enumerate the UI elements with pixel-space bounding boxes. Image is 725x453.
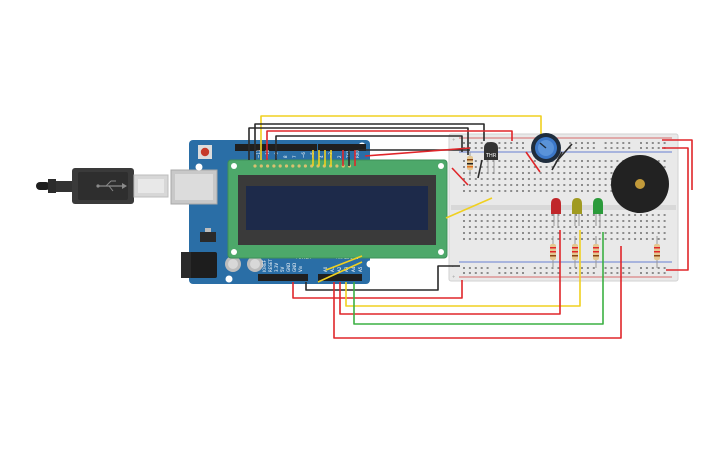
power-pin-label: Vin — [298, 265, 303, 272]
wire-red[interactable] — [662, 139, 693, 190]
analog-pin-label: A2 — [337, 266, 342, 272]
mounting-hole — [195, 163, 203, 171]
reset-button-cap[interactable] — [200, 147, 210, 157]
lcd-16x2-display[interactable] — [227, 159, 448, 259]
usb-cable[interactable] — [36, 168, 169, 204]
wire-yellow[interactable] — [260, 115, 542, 160]
wire-red[interactable] — [339, 230, 561, 315]
resistor-band — [593, 247, 599, 249]
digital-pin-label: ~11 — [256, 149, 261, 158]
power-pin-label: GND — [292, 263, 297, 272]
wire-green[interactable] — [353, 232, 604, 325]
piezo-buzzer[interactable] — [611, 155, 669, 213]
resistor-band — [550, 255, 556, 257]
usb-symbol-icon — [96, 180, 127, 192]
digital-header-right[interactable] — [318, 144, 366, 151]
led-group[interactable] — [551, 198, 603, 226]
resistor-band — [572, 255, 578, 257]
resistor-band — [654, 251, 660, 253]
mounting-hole — [225, 275, 233, 283]
analog-pin-label: A0 — [323, 266, 328, 272]
lcd-screen — [246, 186, 428, 230]
wire-red[interactable] — [525, 151, 541, 173]
digital-pin-label: ~6 — [301, 152, 306, 158]
lcd-pin[interactable] — [278, 164, 282, 168]
analog-pin-label: A4 — [351, 266, 356, 272]
mounting-hole — [366, 260, 374, 268]
digital-pin-label: 8 — [283, 155, 288, 158]
wire-yellow[interactable] — [325, 255, 363, 271]
lcd-pin[interactable] — [253, 164, 257, 168]
analog-pin-label: A1 — [330, 266, 335, 272]
wire-black[interactable] — [305, 265, 460, 291]
wire-black[interactable] — [254, 123, 485, 160]
power-pin-label: 5V — [280, 266, 285, 272]
analog-pin-label: A5 — [358, 266, 363, 272]
resistor-band — [550, 251, 556, 253]
digital-pin-label: RX0 — [355, 149, 360, 158]
breadboard-holes — [463, 142, 666, 274]
power-pin-label: GND — [286, 263, 291, 272]
resistor-band — [593, 255, 599, 257]
resistor-group[interactable] — [550, 236, 660, 268]
power-pin-label: IOREF — [262, 259, 267, 272]
wire-red[interactable] — [364, 147, 471, 157]
power-header[interactable] — [258, 274, 308, 281]
wire-red[interactable] — [292, 280, 463, 299]
resistor-band — [654, 255, 660, 257]
lcd-pin[interactable] — [272, 164, 276, 168]
lcd-pin[interactable] — [297, 164, 301, 168]
power-pin-label: RESET — [268, 259, 273, 272]
wire-red[interactable] — [662, 147, 689, 271]
lcd-pin[interactable] — [291, 164, 295, 168]
resistor-band — [572, 247, 578, 249]
lcd-pin[interactable] — [335, 164, 339, 168]
led-green[interactable] — [593, 198, 603, 214]
digital-pin-label: 4 — [319, 155, 324, 158]
wire-black[interactable] — [248, 127, 469, 160]
thermistor[interactable]: THR — [484, 142, 498, 172]
resistor-band — [654, 247, 660, 249]
digital-pin-label: 7 — [292, 155, 297, 158]
wire-black[interactable] — [477, 159, 483, 179]
led-yellow[interactable] — [572, 198, 582, 214]
thermistor-label: THR — [485, 153, 497, 159]
potentiometer[interactable] — [531, 133, 561, 163]
analog-header[interactable] — [318, 274, 362, 281]
wire-red[interactable] — [266, 130, 513, 160]
lcd-pin[interactable] — [303, 164, 307, 168]
led-red[interactable] — [551, 198, 561, 214]
resistor-band — [593, 251, 599, 253]
lcd-pin[interactable] — [284, 164, 289, 168]
resistor-top[interactable] — [467, 152, 473, 176]
wire-red[interactable] — [333, 246, 622, 339]
voltage-regulator — [200, 232, 216, 242]
lcd-pin[interactable] — [259, 164, 263, 168]
wire-black[interactable] — [555, 143, 573, 163]
rail-plus-label-bottom: + — [452, 274, 455, 279]
resistor-band — [572, 251, 578, 253]
digital-pin-label: 2 — [337, 155, 342, 158]
wire-red[interactable] — [451, 167, 469, 186]
wire-yellow[interactable] — [317, 261, 363, 283]
resistor-band — [550, 247, 556, 249]
wire-yellow[interactable] — [345, 230, 581, 307]
rail-plus-label: + — [452, 137, 455, 142]
wires[interactable] — [248, 115, 693, 339]
lcd-pin[interactable] — [266, 164, 270, 168]
wire-black[interactable] — [275, 135, 463, 160]
power-pin-label: 3.3V — [274, 263, 279, 272]
wire-yellow[interactable] — [445, 197, 493, 219]
